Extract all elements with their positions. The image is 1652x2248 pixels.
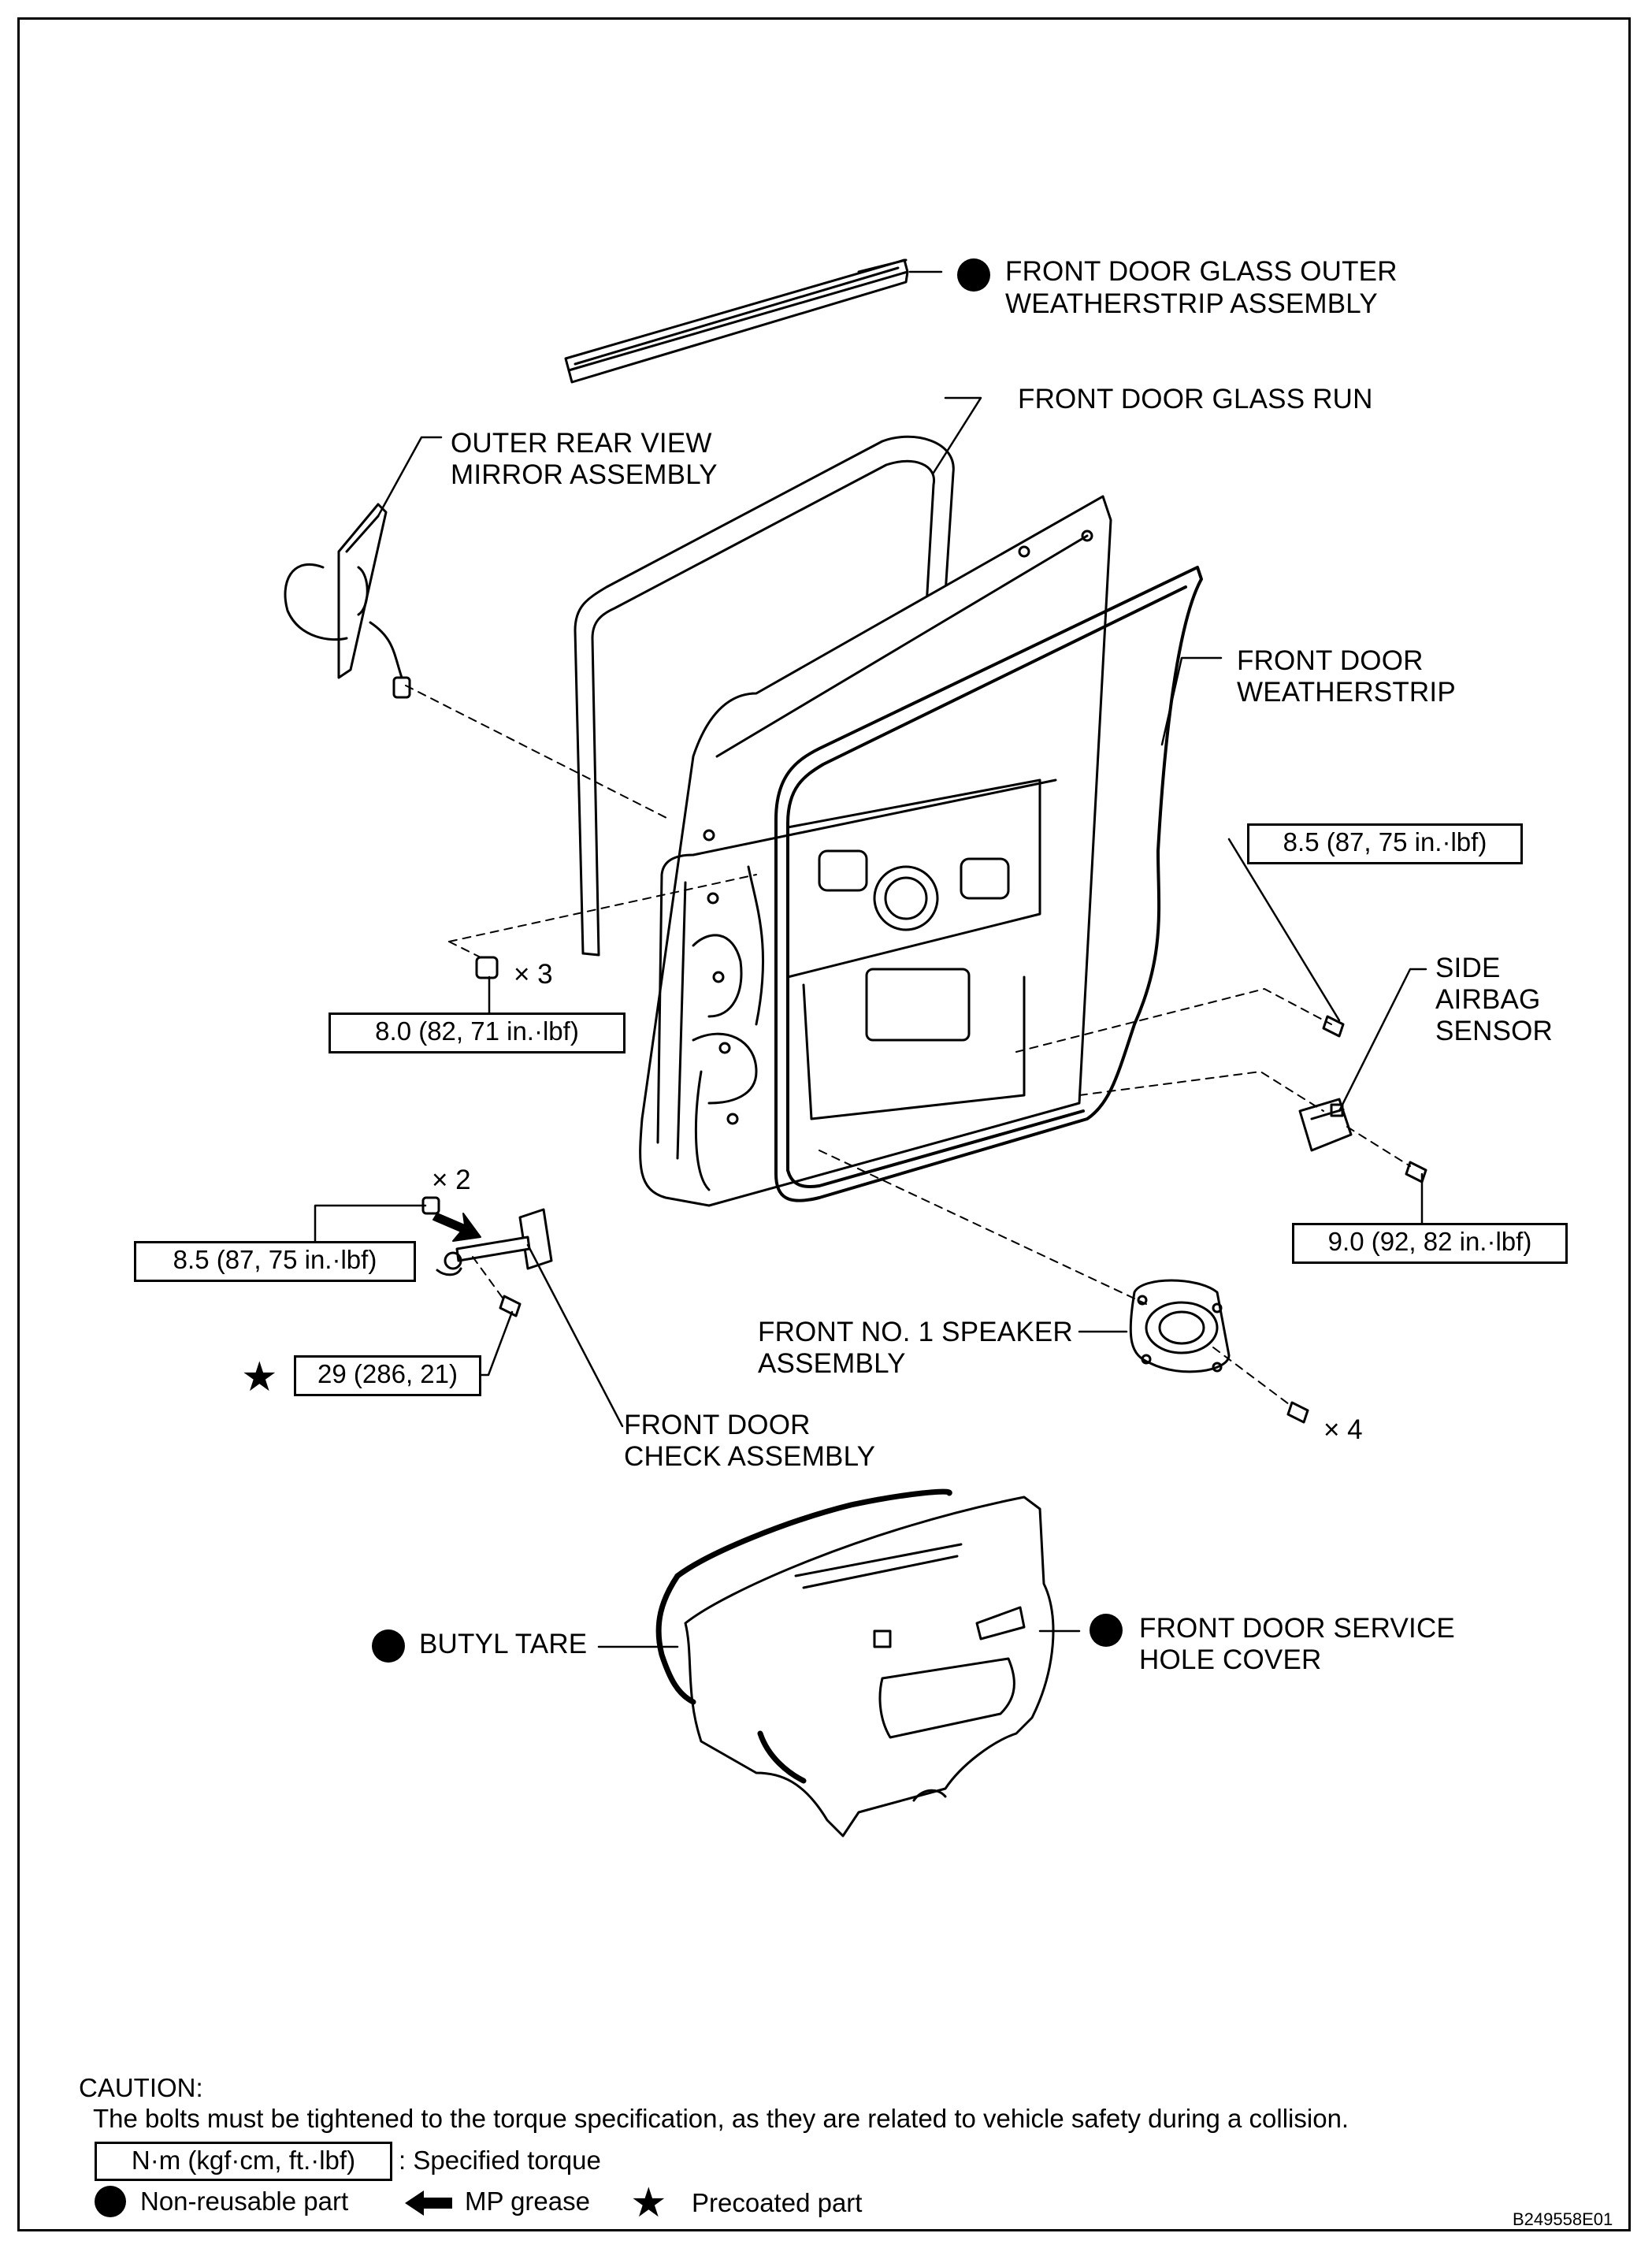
airbag-sensor-drawing (1298, 1098, 1353, 1152)
label-outer-weatherstrip-line2: WEATHERSTRIP ASSEMBLY (1005, 288, 1378, 319)
label-speaker-line1: FRONT NO. 1 SPEAKER (758, 1317, 1073, 1347)
assembly-guide-lines (405, 685, 1411, 1407)
leader-lines (314, 270, 1427, 1648)
label-door-weatherstrip-line1: FRONT DOOR (1237, 645, 1424, 676)
torque-check-bolt: 29 (286, 21) (294, 1355, 481, 1396)
legend-precoated: Precoated part (692, 2188, 863, 2217)
door-panel-drawing (639, 495, 1112, 1207)
torque-mirror-nut: 8.0 (82, 71 in.·lbf) (329, 1013, 626, 1053)
butyl-tape-drawing (655, 1488, 952, 1784)
speaker-drawing (1129, 1279, 1231, 1373)
non-reusable-mark-icon (372, 1629, 405, 1663)
qty-speaker-screws: × 4 (1323, 1414, 1363, 1445)
label-door-weatherstrip-line2: WEATHERSTRIP (1237, 677, 1456, 708)
label-mirror-line2: MIRROR ASSEMBLY (451, 459, 718, 490)
door-weatherstrip-drawing (774, 566, 1203, 1202)
non-reusable-legend-icon (95, 2186, 126, 2217)
torque-sensor-bolt-upper: 8.5 (87, 75 in.·lbf) (1247, 823, 1523, 864)
caution-heading: CAUTION: (79, 2073, 203, 2102)
mirror-drawing (284, 503, 411, 699)
mp-grease-arrow-icon (432, 1213, 481, 1242)
label-door-check-line2: CHECK ASSEMBLY (624, 1441, 876, 1472)
service-hole-cover-drawing (684, 1496, 1055, 1837)
door-check-drawing (436, 1208, 553, 1276)
non-reusable-mark-icon (957, 258, 990, 292)
label-airbag-sensor-line3: SENSOR (1435, 1016, 1554, 1046)
non-reusable-mark-icon (1090, 1614, 1123, 1647)
legend-specified-torque: : Specified torque (399, 2146, 601, 2175)
caution-text: The bolts must be tightened to the torqu… (93, 2104, 1349, 2133)
figure-code: B249558E01 (1513, 2209, 1613, 2229)
qty-mirror-nuts: × 3 (514, 959, 553, 990)
torque-check-nut: 8.5 (87, 75 in.·lbf) (134, 1241, 416, 1282)
label-airbag-sensor-line2: AIRBAG (1435, 984, 1541, 1015)
label-speaker-line2: ASSEMBLY (758, 1348, 906, 1379)
torque-sensor-bolt-lower: 9.0 (92, 82 in.·lbf) (1292, 1223, 1568, 1264)
precoated-legend-icon: ★ (630, 2180, 667, 2226)
label-mirror-line1: OUTER REAR VIEW (451, 428, 712, 459)
label-outer-weatherstrip-line1: FRONT DOOR GLASS OUTER (1005, 256, 1398, 287)
legend-mp-grease: MP grease (465, 2187, 590, 2216)
mp-grease-legend-icon (405, 2190, 452, 2216)
label-butyl-tape: BUTYL TARE (419, 1629, 588, 1659)
diagram-frame (17, 17, 1631, 2231)
label-airbag-sensor-line1: SIDE (1435, 953, 1501, 983)
label-service-hole-cover-line2: HOLE COVER (1139, 1644, 1322, 1675)
precoated-star-icon: ★ (241, 1354, 278, 1400)
legend-non-reusable: Non-reusable part (140, 2187, 349, 2216)
outer-weatherstrip-drawing (564, 258, 909, 384)
glass-run-drawing (574, 435, 955, 959)
label-service-hole-cover-line1: FRONT DOOR SERVICE (1139, 1613, 1455, 1644)
label-door-check-line1: FRONT DOOR (624, 1410, 811, 1440)
qty-check-nuts: × 2 (432, 1165, 471, 1195)
legend-torque-units: N·m (kgf·cm, ft.·lbf) (95, 2142, 392, 2181)
label-glass-run: FRONT DOOR GLASS RUN (1018, 384, 1373, 414)
